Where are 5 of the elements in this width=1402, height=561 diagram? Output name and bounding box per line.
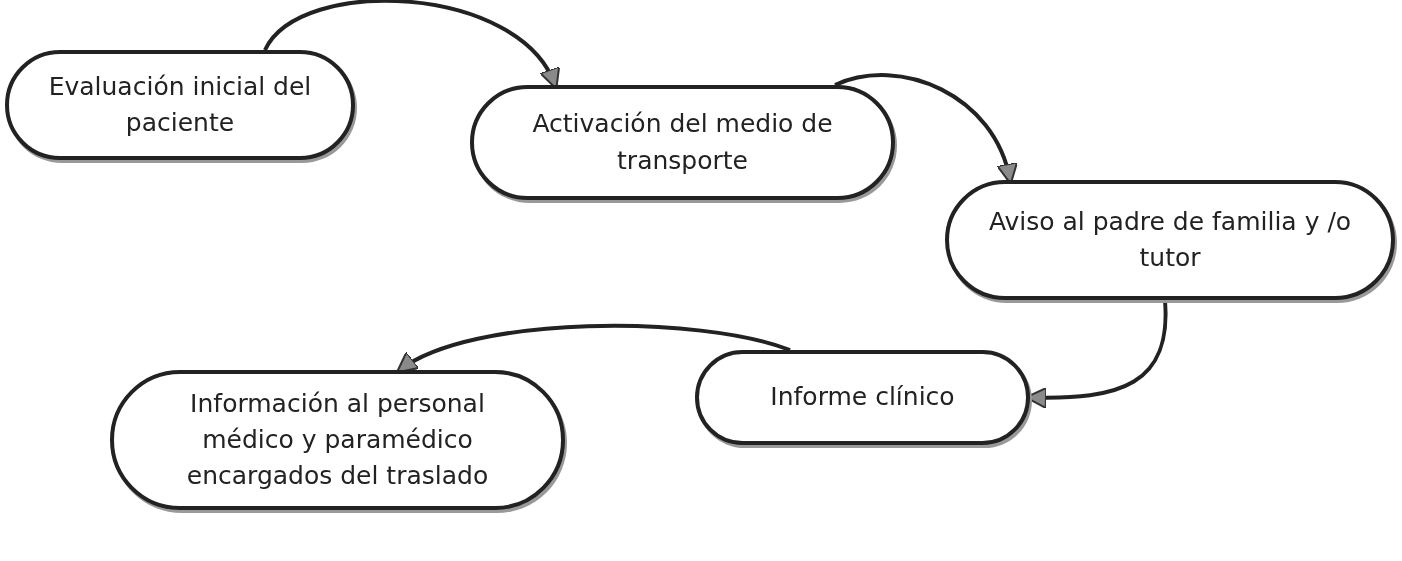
step-label: Evaluación inicial del paciente (47, 70, 313, 139)
step-label: Aviso al padre de familia y /o tutor (987, 205, 1353, 274)
step-label: Informe clínico (770, 381, 955, 414)
step-label: Activación del medio de transporte (531, 108, 834, 177)
step-label: Información al personal médico y paramédico encargados del traslado (185, 387, 490, 493)
